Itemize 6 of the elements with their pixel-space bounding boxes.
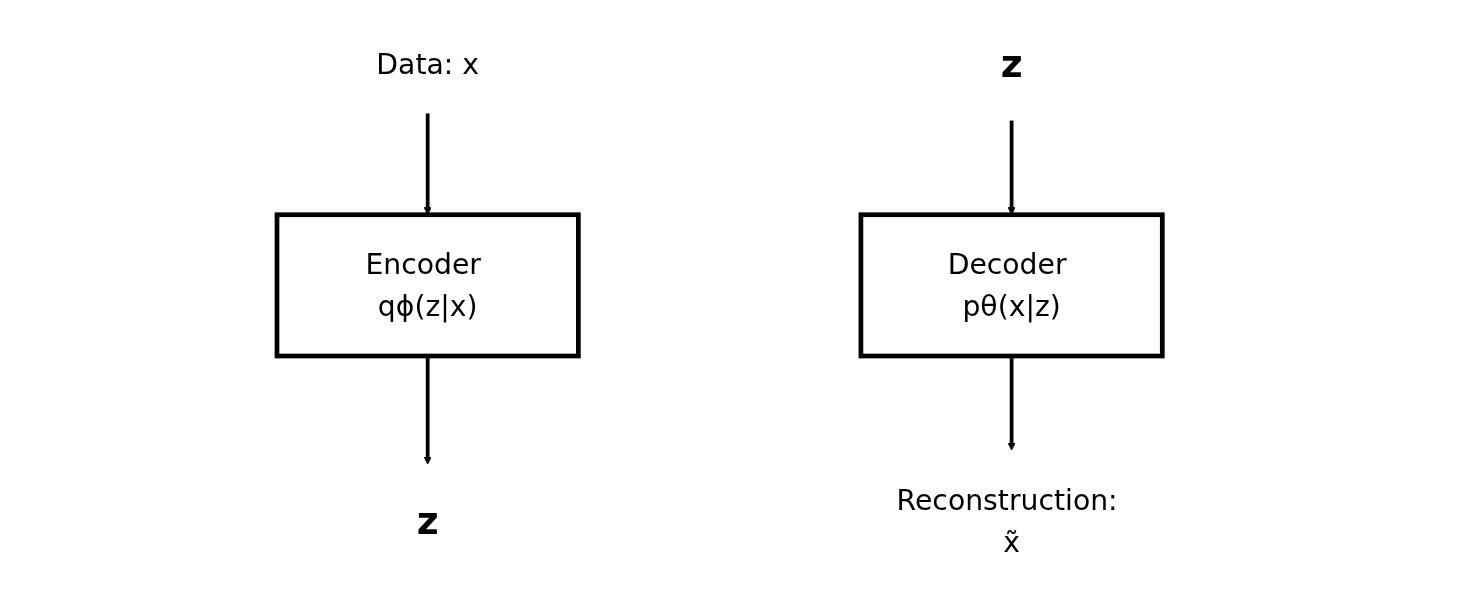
node-text: Reconstruction: x̃ (897, 483, 1119, 559)
node-text: z (1001, 42, 1024, 86)
node-text: z (417, 499, 440, 543)
node-box: Encoder qϕ(z|x) (275, 212, 582, 359)
node-text: Data: x (376, 47, 480, 81)
node-box: Decoder pθ(x|z) (859, 212, 1166, 359)
